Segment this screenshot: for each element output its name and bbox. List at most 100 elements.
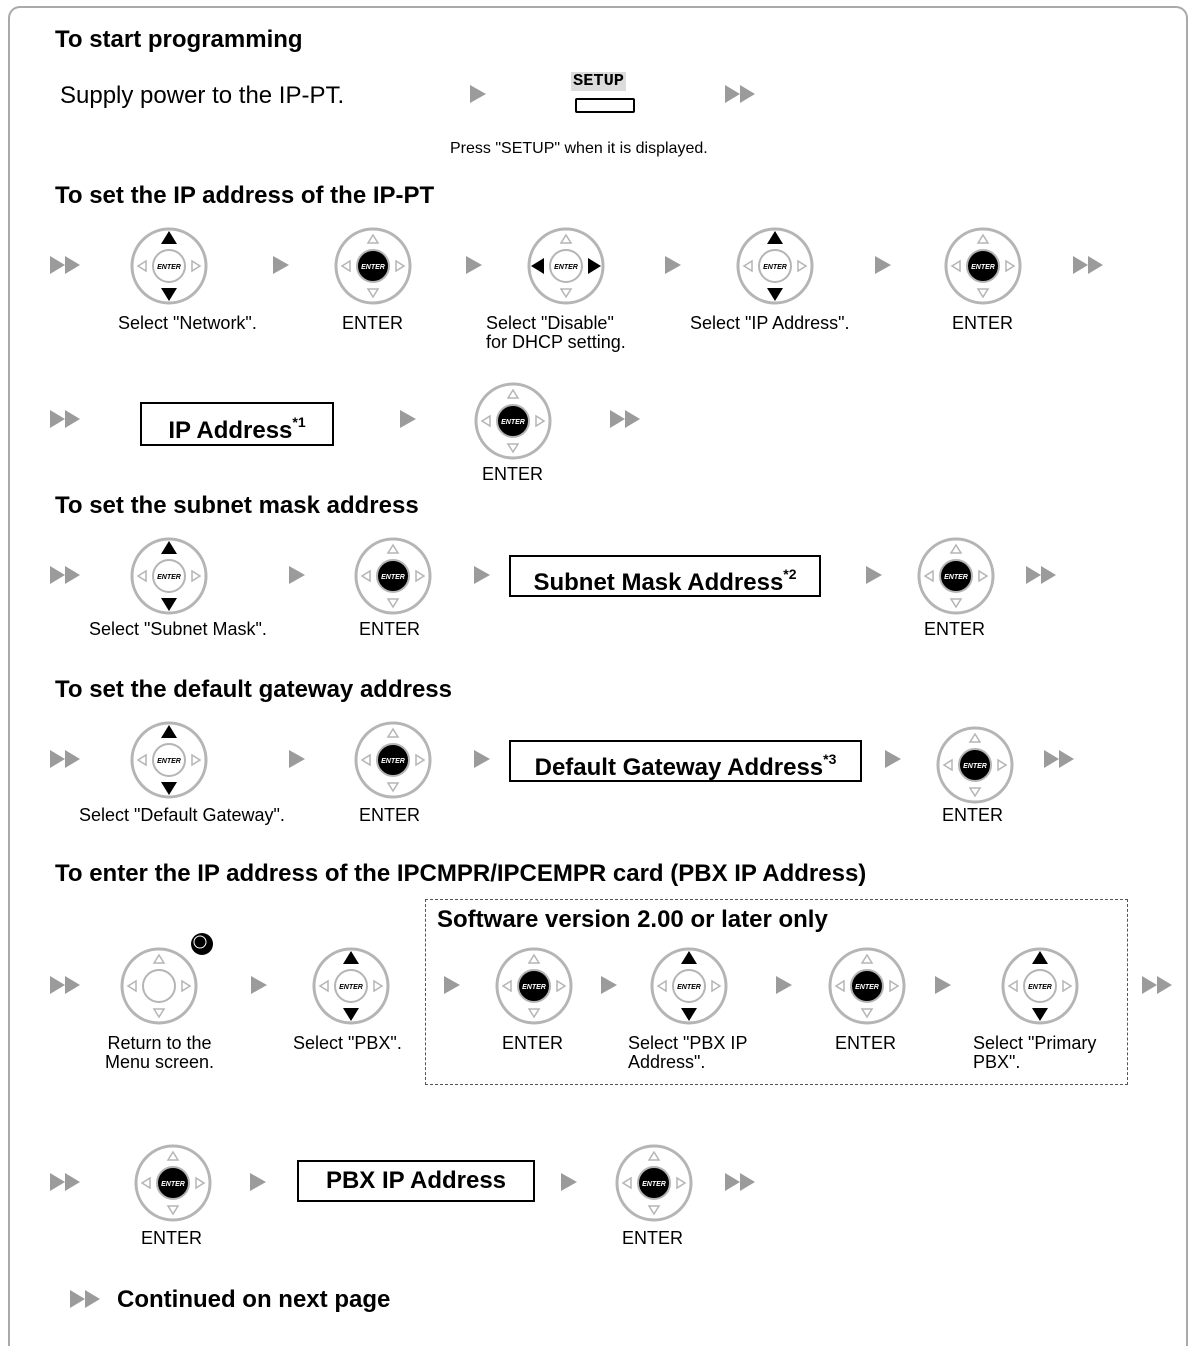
arrow-icon (474, 750, 490, 768)
svg-text:ENTER: ENTER (963, 763, 987, 770)
section-heading-start: To start programming (55, 26, 303, 53)
double-arrow-icon (50, 750, 80, 768)
navigator-key-leftright-icon: ENTER (526, 226, 606, 311)
caption-enter: ENTER (342, 313, 404, 333)
svg-text:ENTER: ENTER (339, 984, 363, 991)
svg-text:ENTER: ENTER (157, 758, 181, 765)
arrow-icon (561, 1173, 577, 1191)
double-arrow-icon (50, 1173, 80, 1191)
navigator-key-updown-icon: ENTER (129, 720, 209, 805)
navigator-key-enter-icon: ENTER (916, 536, 996, 621)
caption-select-pbx: Select "PBX". (293, 1033, 402, 1053)
arrow-icon (776, 976, 792, 994)
arrow-icon (935, 976, 951, 994)
navigator-key-enter-icon: ENTER (133, 1143, 213, 1228)
double-arrow-icon (610, 410, 640, 428)
double-arrow-icon (50, 410, 80, 428)
double-arrow-icon (50, 976, 80, 994)
arrow-icon (273, 256, 289, 274)
default-gateway-entry-box: Default Gateway Address*3 (509, 740, 862, 782)
arrow-icon (444, 976, 460, 994)
arrow-icon (601, 976, 617, 994)
double-arrow-icon (50, 566, 80, 584)
software-version-group (425, 899, 1128, 1085)
double-arrow-icon (725, 85, 755, 103)
navigator-key-enter-icon: ENTER (473, 381, 553, 466)
navigator-key-enter-icon: ENTER (935, 725, 1015, 810)
caption-select-subnet-mask: Select "Subnet Mask". (89, 619, 267, 639)
section-heading-subnet: To set the subnet mask address (55, 492, 419, 519)
section-heading-gateway: To set the default gateway address (55, 676, 452, 703)
svg-text:ENTER: ENTER (642, 1181, 666, 1188)
subnet-mask-entry-box: Subnet Mask Address*2 (509, 555, 821, 597)
setup-softkey-label: SETUP (571, 72, 627, 91)
svg-text:ENTER: ENTER (361, 264, 385, 271)
caption-enter: ENTER (141, 1228, 203, 1248)
arrow-icon (250, 1173, 266, 1191)
setup-softkey-button[interactable] (575, 98, 635, 113)
caption-select-disable: Select "Disable"for DHCP setting. (486, 313, 626, 352)
caption-enter: ENTER (835, 1033, 897, 1053)
svg-text:ENTER: ENTER (554, 264, 578, 271)
navigator-key-enter-icon: ENTER (494, 946, 574, 1031)
caption-enter: ENTER (622, 1228, 684, 1248)
caption-enter: ENTER (359, 805, 421, 825)
supply-power-text: Supply power to the IP-PT. (60, 82, 345, 109)
page-frame (8, 6, 1188, 1346)
caption-enter: ENTER (502, 1033, 564, 1053)
arrow-icon (885, 750, 901, 768)
caption-enter: ENTER (924, 619, 986, 639)
navigator-key-updown-icon: ENTER (311, 946, 391, 1031)
navigator-key-enter-icon: ENTER (353, 720, 433, 805)
arrow-icon (470, 85, 486, 103)
svg-text:ENTER: ENTER (677, 984, 701, 991)
navigator-key-updown-icon: ENTER (649, 946, 729, 1031)
svg-text:ENTER: ENTER (944, 574, 968, 581)
svg-text:ENTER: ENTER (971, 264, 995, 271)
svg-text:ENTER: ENTER (763, 264, 787, 271)
caption-select-network: Select "Network". (118, 313, 257, 333)
caption-enter: ENTER (359, 619, 421, 639)
navigator-key-cancel-icon (119, 933, 213, 1031)
pbx-ip-address-entry-box: PBX IP Address (297, 1160, 535, 1202)
caption-select-ip-address: Select "IP Address". (690, 313, 850, 333)
double-arrow-icon (1073, 256, 1103, 274)
double-arrow-icon (725, 1173, 755, 1191)
caption-enter: ENTER (482, 464, 544, 484)
arrow-icon (875, 256, 891, 274)
double-arrow-icon (50, 256, 80, 274)
svg-text:ENTER: ENTER (522, 984, 546, 991)
svg-text:ENTER: ENTER (161, 1181, 185, 1188)
caption-enter: ENTER (942, 805, 1004, 825)
navigator-key-enter-icon: ENTER (333, 226, 413, 311)
navigator-key-enter-icon: ENTER (614, 1143, 694, 1228)
double-arrow-icon (1044, 750, 1074, 768)
navigator-key-updown-icon: ENTER (129, 226, 209, 311)
arrow-icon (289, 750, 305, 768)
continued-next-page: Continued on next page (117, 1286, 391, 1313)
navigator-key-enter-icon: ENTER (353, 536, 433, 621)
arrow-icon (289, 566, 305, 584)
double-arrow-icon (1142, 976, 1172, 994)
caption-enter: ENTER (952, 313, 1014, 333)
navigator-key-enter-icon: ENTER (943, 226, 1023, 311)
svg-text:ENTER: ENTER (381, 758, 405, 765)
arrow-icon (474, 566, 490, 584)
arrow-icon (400, 410, 416, 428)
navigator-key-updown-icon: ENTER (735, 226, 815, 311)
arrow-icon (466, 256, 482, 274)
setup-caption: Press "SETUP" when it is displayed. (450, 140, 708, 157)
arrow-icon (251, 976, 267, 994)
navigator-key-enter-icon: ENTER (827, 946, 907, 1031)
svg-text:ENTER: ENTER (381, 574, 405, 581)
svg-text:ENTER: ENTER (1028, 984, 1052, 991)
double-arrow-icon (70, 1290, 100, 1308)
section-heading-ip: To set the IP address of the IP-PT (55, 182, 435, 209)
navigator-key-updown-icon: ENTER (1000, 946, 1080, 1031)
caption-select-default-gateway: Select "Default Gateway". (79, 805, 285, 825)
double-arrow-icon (1026, 566, 1056, 584)
svg-text:ENTER: ENTER (855, 984, 879, 991)
